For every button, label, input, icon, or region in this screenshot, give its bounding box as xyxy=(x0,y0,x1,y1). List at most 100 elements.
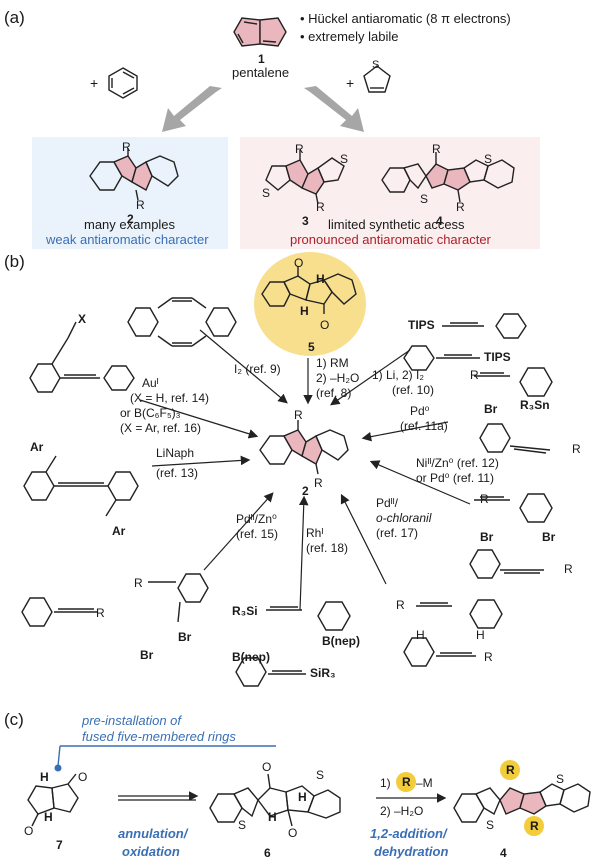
many-examples: many examples xyxy=(84,217,176,232)
Br-label-3: Br xyxy=(480,530,494,544)
center-compound-2-structure xyxy=(259,420,349,475)
precursor-dibromo-1 xyxy=(474,493,553,523)
compound-4c-structure xyxy=(453,783,591,823)
Bnep-label-1: B(nep) xyxy=(322,634,360,648)
route-10-line2: o-chloranil xyxy=(376,511,432,525)
route-9-line2: (ref. 18) xyxy=(306,541,349,555)
tips-label-1: TIPS xyxy=(408,318,435,332)
R-ch-2: R xyxy=(484,650,493,664)
compound-2-R-bottom: R xyxy=(136,198,145,212)
precursor-bromoaryl-1 xyxy=(479,423,551,454)
route-1-line3: (ref. 8) xyxy=(316,386,352,400)
compound-6-H-bottom: H xyxy=(268,810,277,824)
R-gem-2: R xyxy=(134,576,143,590)
panel-a-label: (a) xyxy=(4,8,25,27)
compound-7-O-bottom: O xyxy=(24,824,34,838)
R-dibromo-1: R xyxy=(480,492,489,506)
route-4-line1: Auᴵ xyxy=(142,376,159,390)
dehydration-label: dehydration xyxy=(374,844,449,859)
Br-label-5: Br xyxy=(140,648,154,662)
compound-3-num: 3 xyxy=(302,214,309,228)
compound-5-H-top: H xyxy=(316,272,325,286)
oxidation-label: oxidation xyxy=(122,844,180,859)
Bnep-label-2: B(nep) xyxy=(232,650,270,664)
precursor-dibenzocyclooctadiyne xyxy=(127,297,237,347)
compound-6-H-top: H xyxy=(298,790,307,804)
compound-7-H-top: H xyxy=(40,770,49,784)
R3Si-label: R₃Si xyxy=(232,604,258,618)
X-label: X xyxy=(78,312,87,326)
R-gem-1: R xyxy=(96,606,105,620)
route-9-line1: Rhᴵ xyxy=(306,526,324,540)
R-badge-top-text: R xyxy=(506,763,515,777)
box-pronounced xyxy=(240,137,540,249)
compound-2-structure xyxy=(89,148,179,201)
pronounced-antiaromatic: pronounced antiaromatic character xyxy=(290,232,491,247)
route-10-line1: Pdᴵᴵ/ xyxy=(376,496,399,510)
thiophene-structure xyxy=(363,65,391,93)
route-3-line2: (ref. 10) xyxy=(392,383,435,397)
compound-3-R-bottom: R xyxy=(316,200,325,214)
R-badge-reagent xyxy=(396,772,416,792)
R-ch-1: R xyxy=(396,598,405,612)
route-3-line1: 1) Li, 2) I₂ xyxy=(372,368,425,382)
compound-5-H-bottom: H xyxy=(300,304,309,318)
compound-6-O-top: O xyxy=(262,760,272,774)
R-dibromo-2: R xyxy=(564,562,573,576)
plus-benzene: + xyxy=(90,75,99,91)
route-5-line1: Pd⁰ xyxy=(410,404,430,418)
step2: 2) –H₂O xyxy=(380,804,424,818)
compound-6-S-left: S xyxy=(238,818,247,832)
R3Sn-label: R₃Sn xyxy=(520,398,550,412)
compound-2-num: 2 xyxy=(127,212,134,226)
arrow-to-2 xyxy=(162,86,222,132)
compound-5-O-bottom: O xyxy=(320,318,330,332)
benzene-structure xyxy=(108,67,138,99)
route-8-line1: Pdᴵᴵ/Zn⁰ xyxy=(236,512,277,526)
center-R-bottom: R xyxy=(314,476,323,490)
annulation-label: annulation/ xyxy=(118,826,188,841)
H-ch-2: H xyxy=(476,628,485,642)
Ar-label-1: Ar xyxy=(30,440,44,454)
compound-4c-S-left: S xyxy=(486,818,495,832)
bullet-labile: • extremely labile xyxy=(300,29,399,44)
route-10-line3: (ref. 17) xyxy=(376,526,419,540)
center-compound-2-num: 2 xyxy=(302,484,309,498)
compound-6-num: 6 xyxy=(264,846,271,860)
precursor-stannane xyxy=(474,367,553,397)
compound-2-R-top: R xyxy=(122,140,131,154)
R-bromoaryl-1: R xyxy=(572,442,581,456)
compound-6-S-right: S xyxy=(316,768,325,782)
compound-7-H-bottom: H xyxy=(44,810,53,824)
route-7-line2: or Pd⁰ (ref. 11) xyxy=(416,471,494,485)
precursor-tips-alkyne-1 xyxy=(442,313,527,339)
precursor-tips-alkyne-2 xyxy=(403,345,480,371)
route-5-line2: (ref. 11a) xyxy=(400,419,448,433)
compound-6-O-bottom: O xyxy=(288,826,298,840)
pentalene-structure xyxy=(233,17,287,47)
compound-1-num: 1 xyxy=(258,52,265,66)
note-line2: fused five-membered rings xyxy=(82,729,236,744)
compound-4-S-left: S xyxy=(420,192,429,206)
plus-thiophene: + xyxy=(346,75,355,91)
arrow-to-3-4 xyxy=(304,86,364,132)
note-line1: pre-installation of xyxy=(82,713,181,728)
addition-label: 1,2-addition/ xyxy=(370,826,447,841)
precursor-boronate xyxy=(235,601,351,687)
compound-7-structure xyxy=(27,773,79,827)
compound-7-O-top: O xyxy=(78,770,88,784)
R-badge-reagent-text: R xyxy=(402,775,411,789)
Br-label-2: Br xyxy=(542,530,556,544)
route-7-line1: Niᴵᴵ/Zn⁰ (ref. 12) xyxy=(416,456,499,470)
precursor-CH-activation xyxy=(403,599,503,667)
route-1-line2: 2) –H₂O xyxy=(316,371,360,385)
compound-4-num: 4 xyxy=(436,214,443,228)
route-2: I₂ (ref. 9) xyxy=(234,362,281,376)
SiR3-label: SiR₃ xyxy=(310,666,336,680)
compound-4c-num: 4 xyxy=(500,846,507,860)
Br-label-4: Br xyxy=(178,630,192,644)
panel-b-label: (b) xyxy=(4,252,25,271)
